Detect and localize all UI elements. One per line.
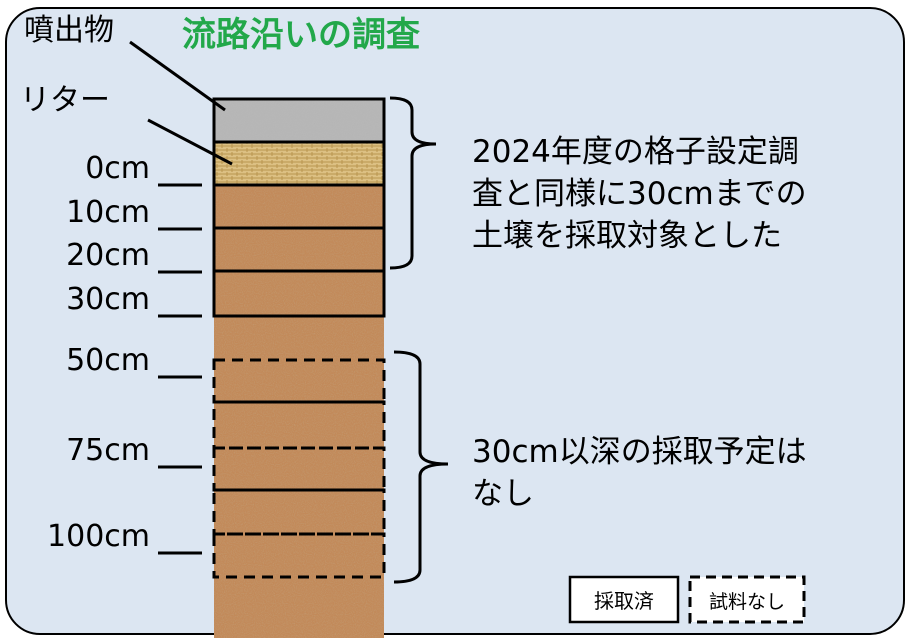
note-line: 30cm以深の採取予定は: [472, 434, 807, 470]
legend-no-sample-label: 試料なし: [709, 591, 785, 613]
depth-label: 75cm: [66, 433, 150, 468]
depth-label: 100cm: [47, 519, 150, 554]
unsampled-layer-boxes: [212, 358, 386, 579]
legend-no-sample-box: [688, 575, 806, 624]
depth-label: 0cm: [85, 151, 150, 186]
diagram-title: 流路沿いの調査: [182, 15, 420, 55]
unsampled-box-4: [212, 488, 386, 536]
soil-column: [214, 99, 384, 638]
note-line: 土壌を採取対象とした: [472, 218, 782, 254]
sampled-bracket: [389, 96, 437, 270]
legend: 採取済 試料なし: [568, 575, 806, 624]
unsampled-box-5: [212, 532, 386, 579]
legend-sampled-label: 採取済: [594, 589, 654, 613]
unsampled-note: 30cm以深の採取予定は なし: [472, 434, 807, 512]
unsampled-box-3: [212, 446, 386, 492]
sampled-layer-boxes: [212, 97, 386, 318]
note-line: なし: [472, 476, 534, 512]
ejecta-pointer: [129, 40, 226, 112]
note-line: 2024年度の格子設定調: [472, 134, 799, 170]
depth-label: 50cm: [66, 343, 150, 378]
litter-pointer: [147, 118, 233, 166]
litter-layer: [214, 142, 384, 185]
unsampled-box-1: [212, 358, 386, 404]
ejecta-label: 噴出物: [24, 13, 114, 48]
depth-labels: 0cm 10cm 20cm 30cm 50cm 75cm 100cm: [47, 151, 150, 554]
unsampled-bracket: [393, 350, 449, 584]
note-line: 査と同様に30cmまでの: [472, 176, 807, 212]
depth-label: 20cm: [66, 238, 150, 273]
depth-label: 30cm: [66, 282, 150, 317]
sampled-box-20-30: [212, 269, 386, 318]
legend-sampled-box: [568, 575, 680, 624]
depth-ticks: [158, 183, 202, 555]
ejecta-layer: [214, 99, 384, 142]
depth-label: 10cm: [66, 195, 150, 230]
sampled-note: 2024年度の格子設定調 査と同様に30cmまでの 土壌を採取対象とした: [472, 134, 807, 254]
litter-label: リター: [20, 83, 110, 118]
